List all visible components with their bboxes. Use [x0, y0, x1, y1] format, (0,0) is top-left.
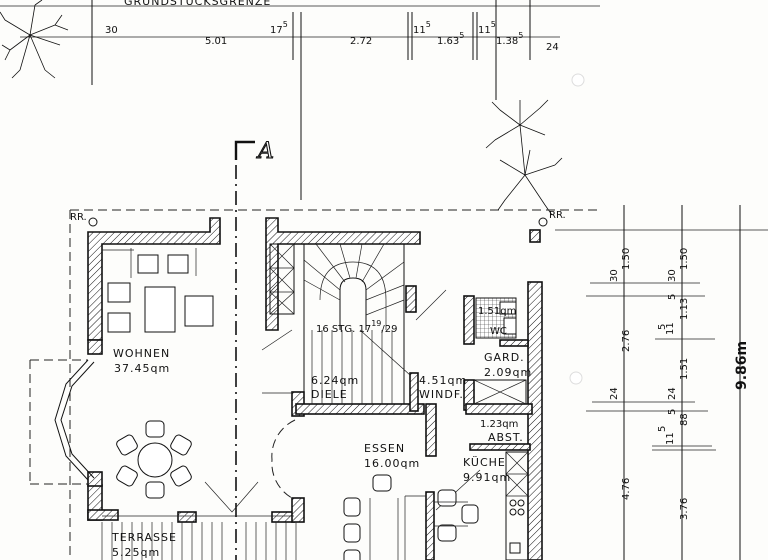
dim-11-5b: 115 [478, 20, 496, 36]
terrace-deck [101, 515, 297, 560]
rain-pipe-left: RR. [70, 212, 98, 227]
rain-pipe-right: RR. [538, 210, 566, 227]
svg-text:11: 11 [665, 322, 676, 335]
dim-30: 30 [105, 25, 118, 36]
punch-hole [571, 73, 585, 87]
svg-text:5: 5 [657, 426, 668, 432]
svg-text:WOHNEN: WOHNEN [113, 347, 170, 360]
doors [204, 289, 481, 513]
dim-1-63-5: 1.635 [437, 31, 464, 47]
svg-text:4.51qm: 4.51qm [419, 374, 467, 387]
svg-text:30: 30 [667, 269, 678, 282]
kitchen-counter [505, 451, 529, 560]
svg-text:WINDF.: WINDF. [419, 388, 464, 401]
svg-text:GARD.: GARD. [484, 351, 525, 364]
svg-text:1.50: 1.50 [621, 248, 632, 270]
room-diele: 6.24qm DIELE [311, 374, 359, 401]
svg-text:WC: WC [490, 326, 507, 337]
svg-text:A: A [256, 139, 274, 164]
right-dimension-chains: 1.50 30 2.76 24 4.76 1.50 30 1.13 5 11 5… [555, 205, 768, 560]
svg-text:1.13: 1.13 [679, 298, 690, 320]
room-wohnen: WOHNEN 37.45qm [113, 347, 170, 375]
svg-text:88: 88 [679, 413, 690, 426]
svg-text:2.76: 2.76 [621, 330, 632, 352]
svg-text:ESSEN: ESSEN [364, 442, 405, 455]
room-windfang: 4.51qm WINDF. [419, 374, 467, 401]
svg-text:11: 11 [665, 432, 676, 445]
svg-text:2.09qm: 2.09qm [484, 366, 532, 379]
wc-room [475, 297, 517, 339]
svg-text:1.51qm: 1.51qm [478, 306, 516, 317]
svg-text:9.91qm: 9.91qm [463, 471, 511, 484]
stair-label: 16 STG. 1719/29 [316, 319, 397, 335]
svg-text:TERRASSE: TERRASSE [111, 531, 177, 544]
room-terrasse: TERRASSE 5.25qm [111, 531, 177, 559]
svg-text:5: 5 [657, 324, 668, 330]
property-line: GRUNDSTÜCKSGRENZE [0, 0, 600, 8]
section-marker-a: A [234, 138, 274, 560]
svg-text:30: 30 [609, 269, 620, 282]
svg-text:ABST.: ABST. [488, 431, 524, 444]
svg-text:RR.: RR. [70, 212, 87, 223]
svg-text:5.25qm: 5.25qm [112, 546, 160, 559]
tree-icon [0, 0, 69, 79]
svg-text:5: 5 [667, 294, 678, 300]
room-kueche: KÜCHE 9.91qm [463, 456, 511, 484]
svg-text:16.00qm: 16.00qm [364, 457, 420, 470]
top-dimension-chain: 30 5.01 175 2.72 115 1.635 115 1.385 24 [20, 0, 560, 200]
bay-window [29, 359, 95, 485]
svg-text:24: 24 [609, 387, 620, 400]
dim-17-5: 175 [270, 20, 288, 36]
living-room-furniture [102, 248, 214, 499]
kitchen-table [434, 489, 479, 542]
dim-11-5a: 115 [413, 20, 431, 36]
dining-furniture [343, 474, 426, 560]
property-line-label: GRUNDSTÜCKSGRENZE [124, 0, 271, 8]
room-essen: ESSEN 16.00qm [364, 442, 420, 470]
exterior-walls [87, 217, 543, 560]
tree-icon [485, 99, 563, 216]
svg-text:5: 5 [667, 409, 678, 415]
shaft [269, 243, 295, 315]
svg-text:4.76: 4.76 [621, 478, 632, 500]
svg-text:RR.: RR. [549, 210, 566, 221]
staircase: 16 STG. 1719/29 [303, 243, 411, 405]
svg-text:6.24qm: 6.24qm [311, 374, 359, 387]
punch-hole [569, 371, 583, 385]
dim-1-38-5: 1.385 [496, 31, 523, 47]
svg-text:KÜCHE: KÜCHE [463, 456, 506, 469]
svg-text:3.76: 3.76 [679, 498, 690, 520]
room-garderobe: GARD. 2.09qm [484, 351, 532, 379]
svg-text:1.50: 1.50 [679, 248, 690, 270]
svg-text:1.51: 1.51 [679, 358, 690, 380]
svg-text:37.45qm: 37.45qm [114, 362, 170, 375]
svg-text:DIELE: DIELE [311, 388, 348, 401]
dim-5-01: 5.01 [205, 36, 227, 47]
svg-text:1.23qm: 1.23qm [480, 419, 518, 430]
svg-text:24: 24 [667, 387, 678, 400]
room-wc: 1.51qm WC [478, 306, 516, 337]
wardrobe [473, 379, 527, 405]
dim-24: 24 [546, 42, 559, 53]
total-depth: 9.86m [734, 341, 750, 390]
dim-2-72: 2.72 [350, 36, 372, 47]
room-abstellraum: 1.23qm ABST. [480, 419, 524, 444]
